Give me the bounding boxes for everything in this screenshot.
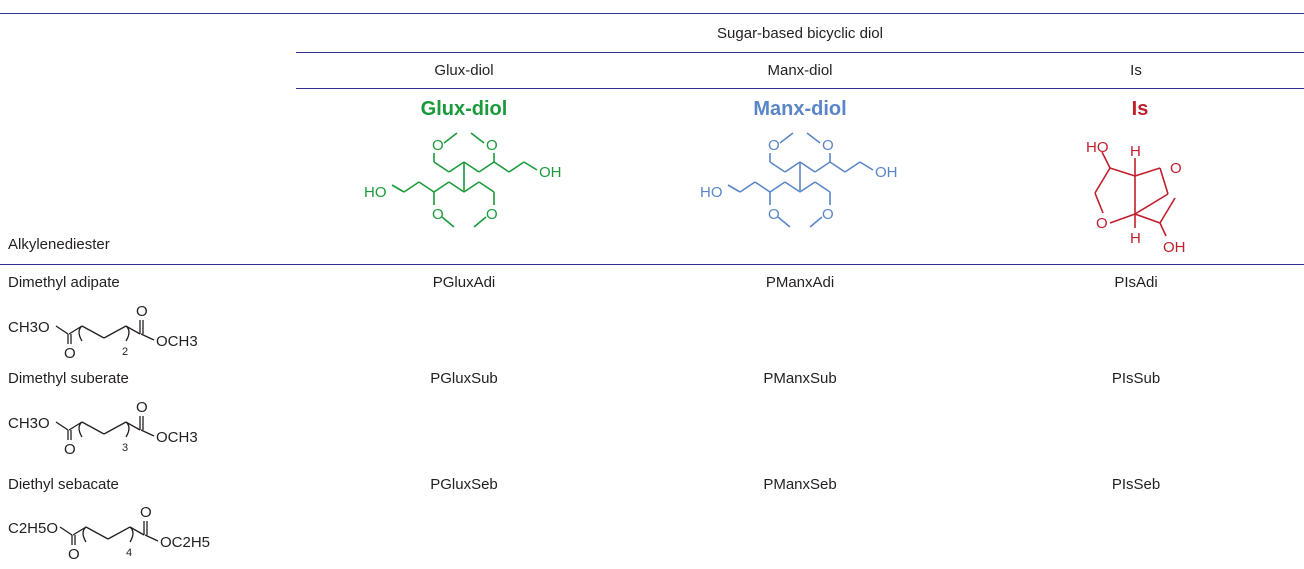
adipate-right-group: OCH3 <box>156 333 198 350</box>
column-header-glux: Glux-diol <box>434 62 494 79</box>
adipate-o-upper: O <box>136 303 148 320</box>
body-top-rule <box>0 264 1304 265</box>
sebacate-right-group: OC2H5 <box>160 534 210 551</box>
column-header-is: Is <box>1130 62 1142 79</box>
column-header-rule <box>296 88 1304 89</box>
is-o-right: O <box>1170 160 1182 177</box>
manx-o-1: O <box>768 137 780 154</box>
cell-pmanxadi: PManxAdi <box>765 274 835 291</box>
structure-title-manx: Manx-diol <box>753 98 847 120</box>
manx-o-3: O <box>768 206 780 223</box>
sebacate-o-lower: O <box>68 546 80 563</box>
manx-o-4: O <box>822 206 834 223</box>
sebacate-left-group: C2H5O <box>8 520 58 537</box>
row-name-adipate: Dimethyl adipate <box>8 274 120 291</box>
glux-diol-structure-drawing: O O O O HO OH <box>364 132 562 228</box>
cell-pissub: PIsSub <box>1111 370 1161 387</box>
is-h-top: H <box>1130 143 1141 160</box>
adipate-repeat-count: 2 <box>122 346 128 358</box>
cell-pisadi: PIsAdi <box>1114 274 1158 291</box>
suberate-left-group: CH3O <box>8 415 50 432</box>
adipate-left-group: CH3O <box>8 319 50 336</box>
is-structure-drawing: HO H O O H OH <box>1086 139 1186 256</box>
structure-is: Is HO H O O H OH <box>1050 98 1230 258</box>
structure-glux: Glux-diol O O O O HO OH <box>354 98 574 238</box>
cell-pisseb: PIsSeb <box>1111 476 1161 493</box>
cell-pgluxadi: PGluxAdi <box>432 274 496 291</box>
is-o-left: O <box>1096 215 1108 232</box>
table-top-rule <box>0 13 1304 14</box>
cell-pgluxseb: PGluxSeb <box>430 476 498 493</box>
structure-dimethyl-suberate: CH3O O O OCH3 3 <box>8 399 198 458</box>
cell-pmanxsub: PManxSub <box>763 370 837 387</box>
glux-oh: OH <box>539 164 562 181</box>
is-h-bottom: H <box>1130 230 1141 247</box>
structure-dimethyl-adipate: CH3O O O OCH3 2 <box>8 303 198 362</box>
adipate-o-lower: O <box>64 345 76 362</box>
sebacate-repeat-count: 4 <box>126 547 132 559</box>
row-name-suberate: Dimethyl suberate <box>8 370 129 387</box>
manx-o-2: O <box>822 137 834 154</box>
suberate-o-lower: O <box>64 441 76 458</box>
structure-title-is: Is <box>1131 98 1149 120</box>
is-ho: HO <box>1086 139 1109 156</box>
sebacate-o-upper: O <box>140 504 152 521</box>
column-header-manx: Manx-diol <box>767 62 833 79</box>
glux-o-3: O <box>432 206 444 223</box>
row-name-sebacate: Diethyl sebacate <box>8 476 119 493</box>
structure-diethyl-sebacate: C2H5O O O OC2H5 4 <box>8 504 210 563</box>
manx-diol-structure-drawing: O O O O HO OH <box>700 132 898 228</box>
cell-pmanxseb: PManxSeb <box>763 476 837 493</box>
cell-pgluxsub: PGluxSub <box>430 370 498 387</box>
glux-o-4: O <box>486 206 498 223</box>
group-header: Sugar-based bicyclic diol <box>717 25 883 42</box>
manx-ho: HO <box>700 184 723 201</box>
group-header-rule <box>296 52 1304 53</box>
row-header-alkylenediester: Alkylenediester <box>8 236 110 253</box>
is-oh: OH <box>1163 239 1186 256</box>
suberate-repeat-count: 3 <box>122 442 128 454</box>
structure-title-glux: Glux-diol <box>420 98 508 120</box>
glux-o-1: O <box>432 137 444 154</box>
glux-ho: HO <box>364 184 387 201</box>
suberate-o-upper: O <box>136 399 148 416</box>
manx-oh: OH <box>875 164 898 181</box>
suberate-right-group: OCH3 <box>156 429 198 446</box>
structure-manx: Manx-diol O O O O HO OH <box>690 98 910 238</box>
glux-o-2: O <box>486 137 498 154</box>
